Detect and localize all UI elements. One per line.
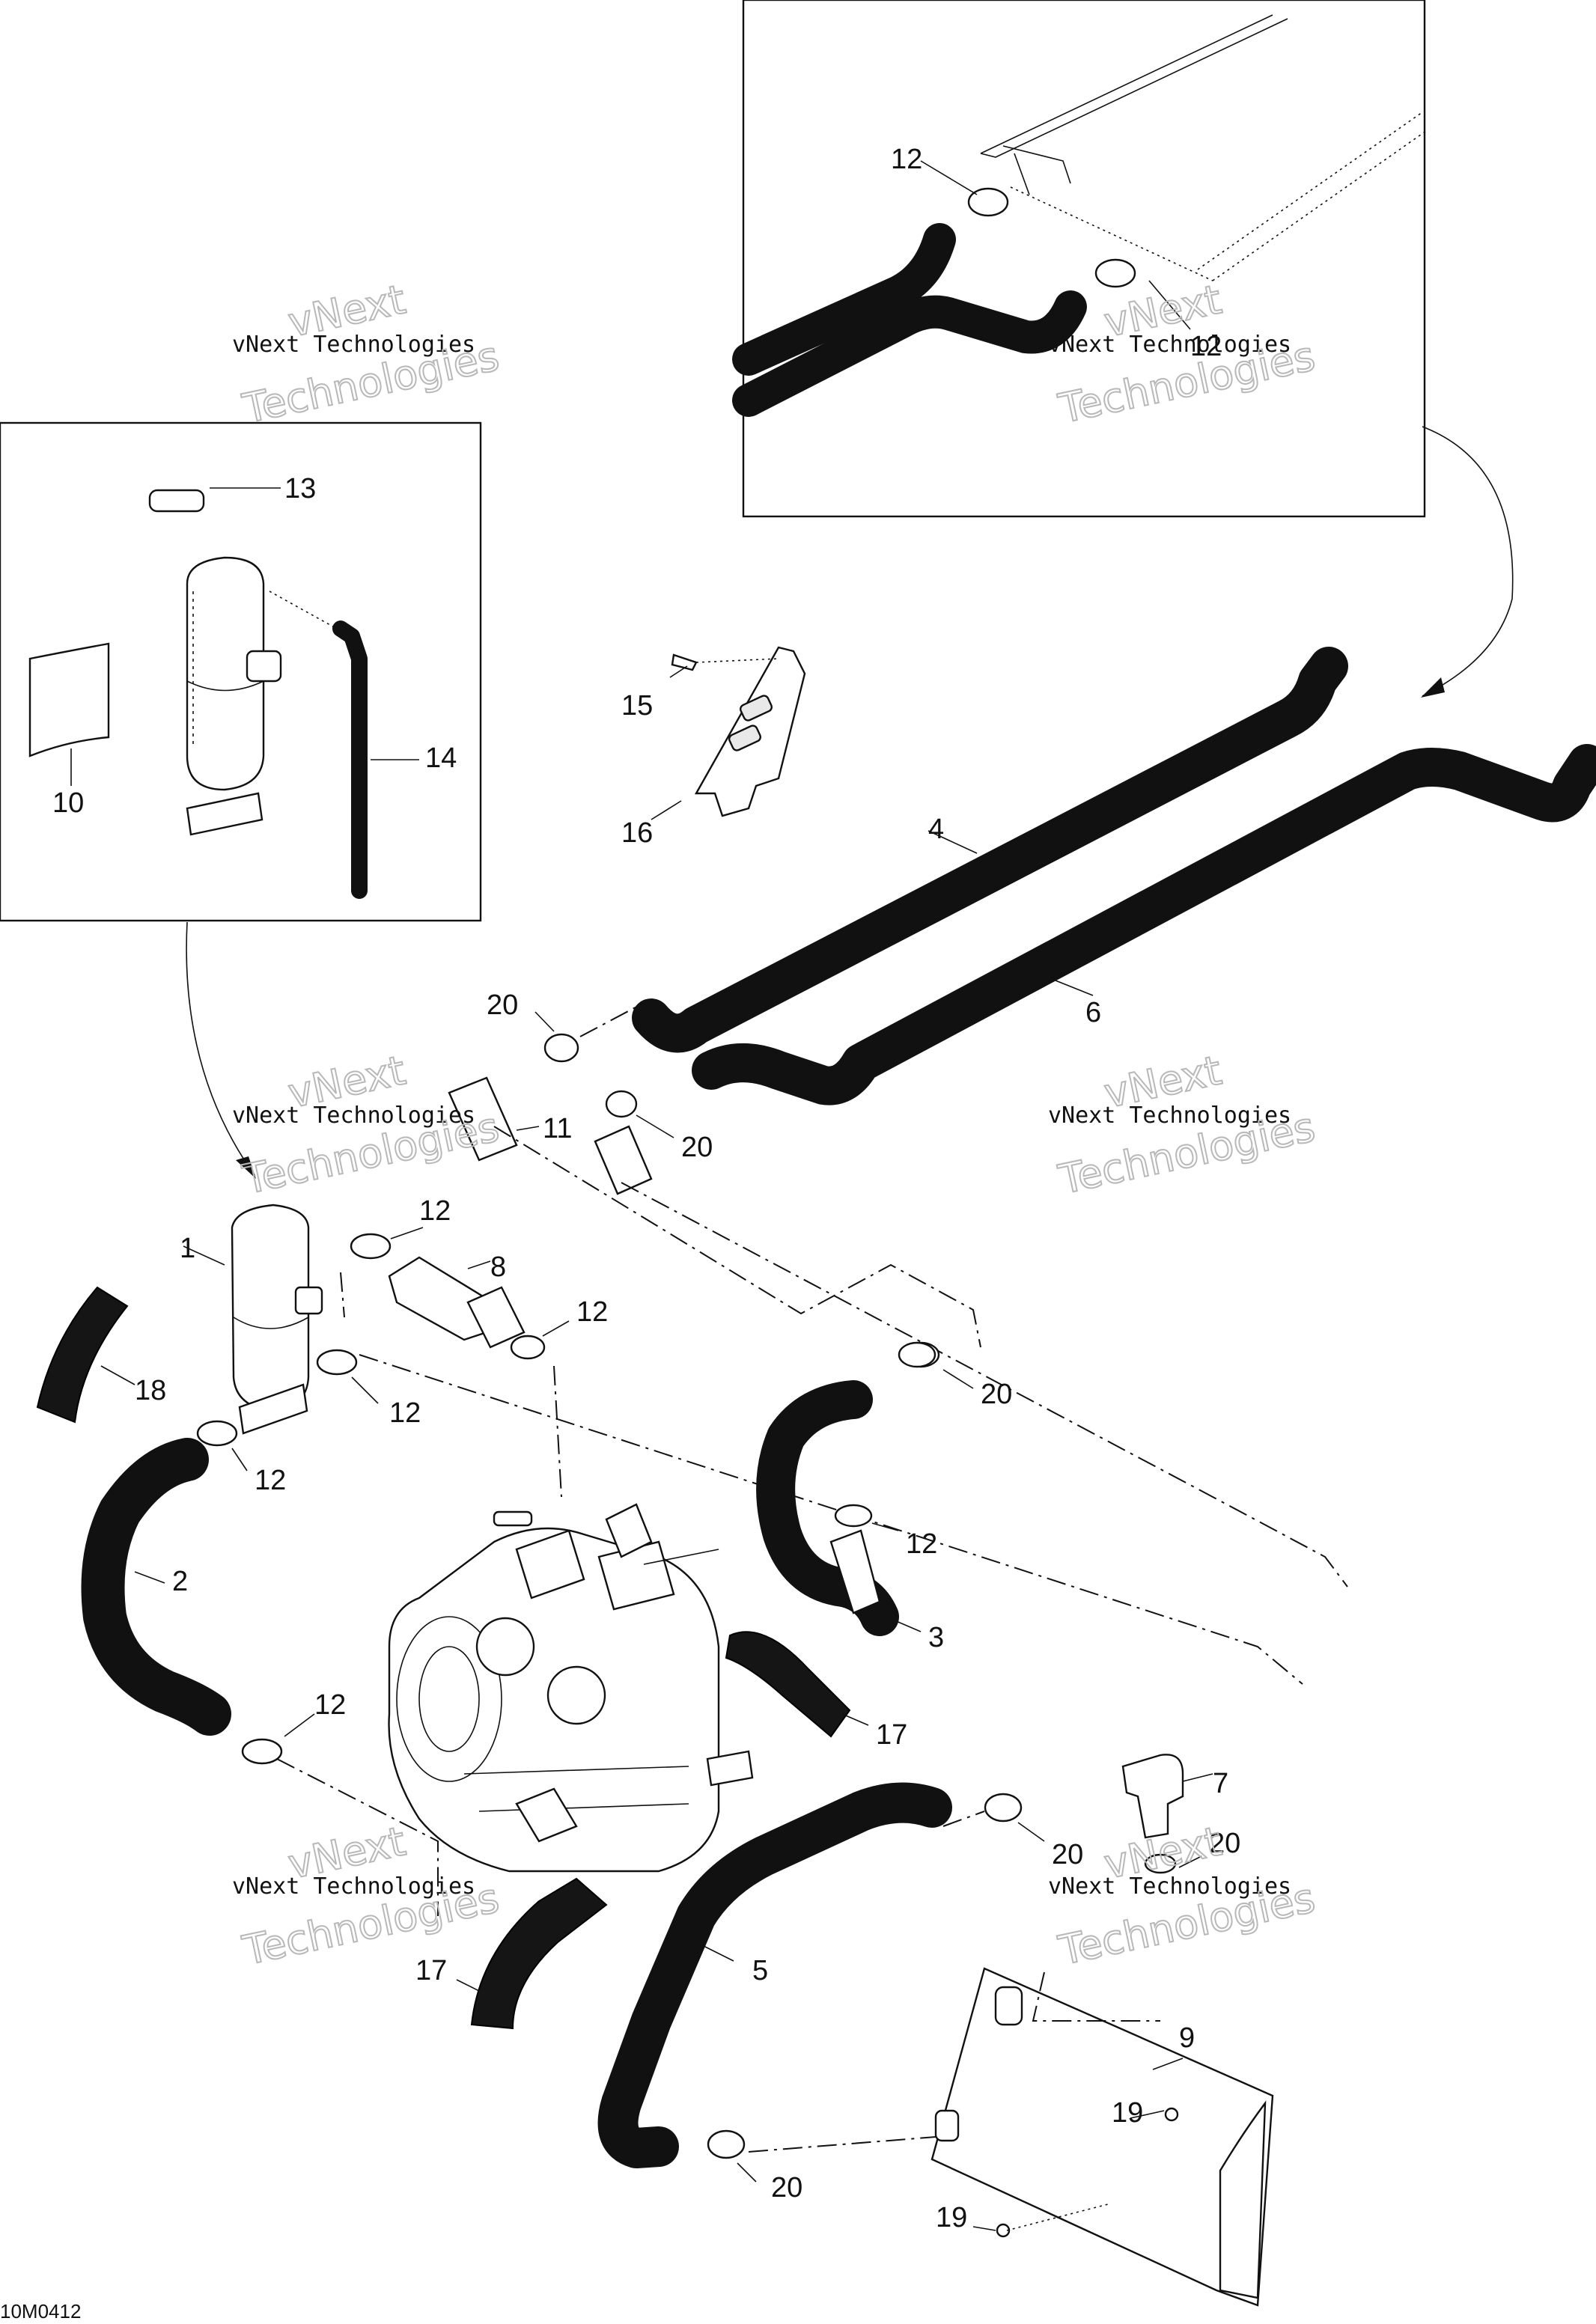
figure-code: 10M0412: [0, 2300, 81, 2323]
callout-12: 12: [891, 144, 922, 175]
hose-18: [36, 1286, 129, 1424]
watermark-text: vNext Technologies: [232, 332, 475, 358]
callout-16: 16: [621, 817, 653, 849]
hose-3-assembly: [756, 1341, 974, 1636]
callout-17: 17: [415, 1955, 447, 1986]
callout-17: 17: [876, 1719, 907, 1751]
watermark-text: vNext Technologies: [232, 1102, 475, 1129]
hose-5-assembly: [597, 1341, 1045, 2183]
callout-12: 12: [314, 1689, 346, 1721]
watermark-group: vNext Technologies vNext Technologies: [1048, 275, 1320, 433]
coolant-reservoir: [186, 556, 265, 791]
callout-20: 20: [1209, 1828, 1240, 1859]
reservoir-assembly: [183, 1204, 1303, 1685]
watermark-group: vNext Technologies vNext Technologies: [1048, 1046, 1320, 1204]
watermark-text: vNext Technologies: [1048, 1873, 1291, 1900]
screw: [671, 653, 698, 671]
heat-exchanger-assembly: [931, 1754, 1274, 2307]
reservoir-detail-inset: [0, 421, 482, 1179]
callout-11: 11: [543, 1113, 572, 1144]
callout-2: 2: [172, 1566, 188, 1597]
callout-5: 5: [752, 1955, 768, 1986]
elbow-fitting: [1121, 1754, 1184, 1839]
callout-19: 19: [936, 2202, 967, 2233]
callout-1: 1: [180, 1233, 195, 1264]
decal: [28, 642, 110, 757]
callout-12: 12: [255, 1465, 286, 1496]
hose-clamp: [967, 187, 1009, 217]
hose-clamp: [196, 1420, 238, 1447]
watermark-text: vNext Technologies: [1048, 1102, 1291, 1129]
hose-clamp: [834, 1504, 873, 1528]
watermark-text: vNext Technologies: [232, 1873, 475, 1900]
watermark-group: vNext Technologies vNext Technologies: [1048, 1817, 1320, 1975]
callout-13: 13: [284, 473, 316, 504]
hose-17-lower: [470, 1877, 608, 2030]
callout-12: 12: [389, 1397, 421, 1429]
callout-18: 18: [135, 1375, 166, 1406]
watermark-group: vNext Technologies vNext Technologies: [232, 1046, 504, 1204]
callout-20: 20: [981, 1379, 1012, 1410]
callout-6: 6: [1085, 997, 1101, 1028]
hose-clamp: [707, 2129, 746, 2159]
inset-frame-left: [0, 421, 482, 922]
callout-19: 19: [1112, 2097, 1143, 2129]
mounting-bracket: [651, 646, 806, 820]
callout-7: 7: [1213, 1768, 1228, 1799]
callout-9: 9: [1179, 2022, 1195, 2054]
reservoir-cap: [148, 489, 205, 513]
callout-15: 15: [621, 690, 653, 722]
callout-12: 12: [1190, 331, 1222, 362]
callout-12: 12: [906, 1528, 937, 1560]
callout-20: 20: [681, 1132, 713, 1163]
callout-12: 12: [419, 1195, 451, 1227]
radiator-detail-inset: [732, 0, 1514, 698]
hose-clamp: [350, 1233, 392, 1260]
callout-20: 20: [487, 989, 518, 1021]
callout-4: 4: [928, 814, 944, 845]
callout-8: 8: [490, 1251, 506, 1283]
callout-14: 14: [425, 742, 457, 774]
hose-clamp: [984, 1793, 1023, 1823]
hose-clamp: [316, 1349, 358, 1376]
hose-2-assembly: [81, 1438, 439, 1916]
black-hoses: [36, 1286, 869, 2030]
heat-exchanger: [931, 1967, 1274, 2307]
engine-block: [388, 1503, 754, 1873]
hose-17-upper: [725, 1631, 851, 1738]
callout-10: 10: [52, 787, 84, 819]
callout-labels: 12 12 13 14 10 15 16 4 6 20 11 20 1 12 8…: [52, 144, 1240, 2233]
top-connectors: [448, 1002, 1348, 1588]
callout-20: 20: [1052, 1839, 1083, 1870]
hose-clamp: [1094, 258, 1136, 288]
hose-clamp: [510, 1335, 546, 1360]
hose-clamp: [241, 1738, 283, 1765]
callout-20: 20: [771, 2172, 802, 2203]
watermark-text: vNext Technologies: [1048, 332, 1291, 358]
inset-frame-top: [742, 0, 1426, 518]
long-coolant-lines: [632, 647, 1596, 1105]
watermark-group: vNext Technologies vNext Technologies: [232, 275, 504, 433]
callout-3: 3: [928, 1622, 944, 1653]
callout-12: 12: [576, 1296, 608, 1328]
